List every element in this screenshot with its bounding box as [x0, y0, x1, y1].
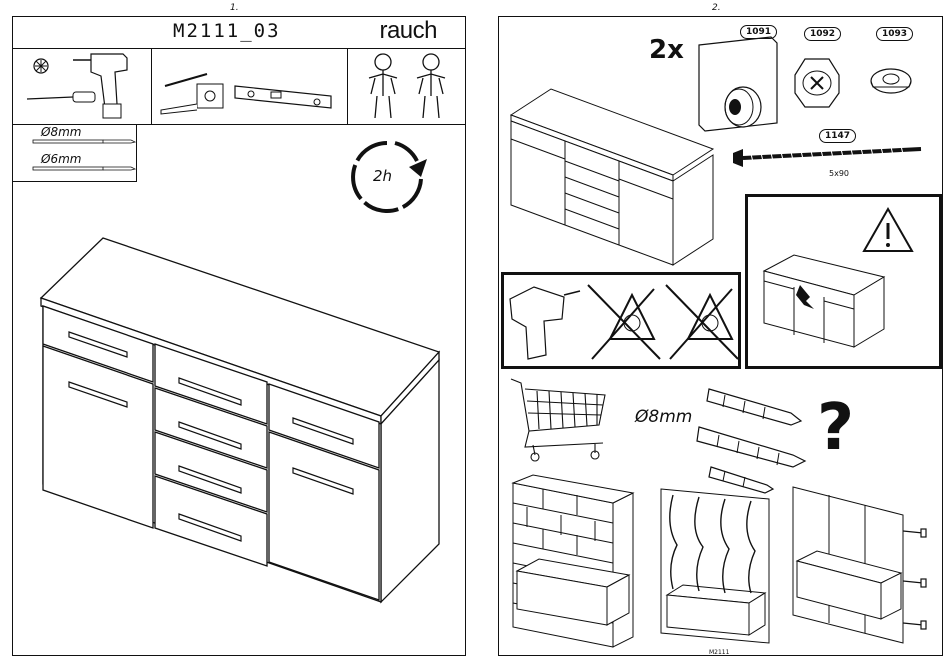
sideboard-illustration	[13, 232, 467, 572]
two-persons	[347, 48, 467, 124]
drill-bit-icon	[13, 124, 137, 182]
footer-code: M2111	[709, 649, 729, 656]
quantity: 2x	[649, 35, 684, 65]
page-number: 1.	[230, 3, 239, 13]
part-1092: 1092	[804, 27, 841, 41]
shopping-cart-icon	[507, 375, 607, 465]
tape-pencil-level-icon	[151, 48, 347, 124]
model-number: M2111_03	[173, 20, 281, 42]
panel-wall-icon	[787, 485, 937, 635]
sideboard-small-illustration	[509, 87, 719, 257]
part-1093: 1093	[876, 27, 913, 41]
part-1091: 1091	[740, 25, 777, 39]
warning-triangle-icon	[748, 197, 945, 372]
instruction-page-2: 2x 1091 1092 1093 1147 5x90	[498, 16, 943, 656]
tools-drivers	[13, 48, 152, 124]
drill-and-screwdriver-icon	[13, 48, 151, 124]
washer-icon	[867, 63, 917, 103]
part-1147: 1147	[819, 129, 856, 143]
two-persons-icon	[347, 48, 467, 124]
question-mark: ?	[817, 391, 854, 465]
assembly-time: 2h	[373, 167, 392, 185]
instruction-page-1: M2111_03 rauch	[12, 16, 466, 656]
drill-warning-box	[501, 272, 741, 369]
no-power-drill-icon	[504, 275, 744, 372]
page-number: 2.	[712, 3, 721, 13]
cam-housing-icon	[787, 53, 847, 113]
tools-row	[13, 48, 465, 125]
caution-box	[745, 194, 942, 369]
tools-measure	[151, 48, 348, 124]
wood-wall-icon	[659, 485, 779, 635]
dowel-drill-size: Ø8mm	[635, 407, 692, 427]
screw-icon	[731, 145, 931, 185]
page-header: M2111_03 rauch	[13, 17, 465, 49]
wall-plugs-icon	[695, 385, 815, 495]
drill-bits-box: Ø8mm Ø6mm	[13, 124, 137, 182]
brand-logo: rauch	[379, 17, 437, 45]
brick-wall-icon	[509, 475, 639, 625]
screw-size: 5x90	[829, 169, 849, 178]
